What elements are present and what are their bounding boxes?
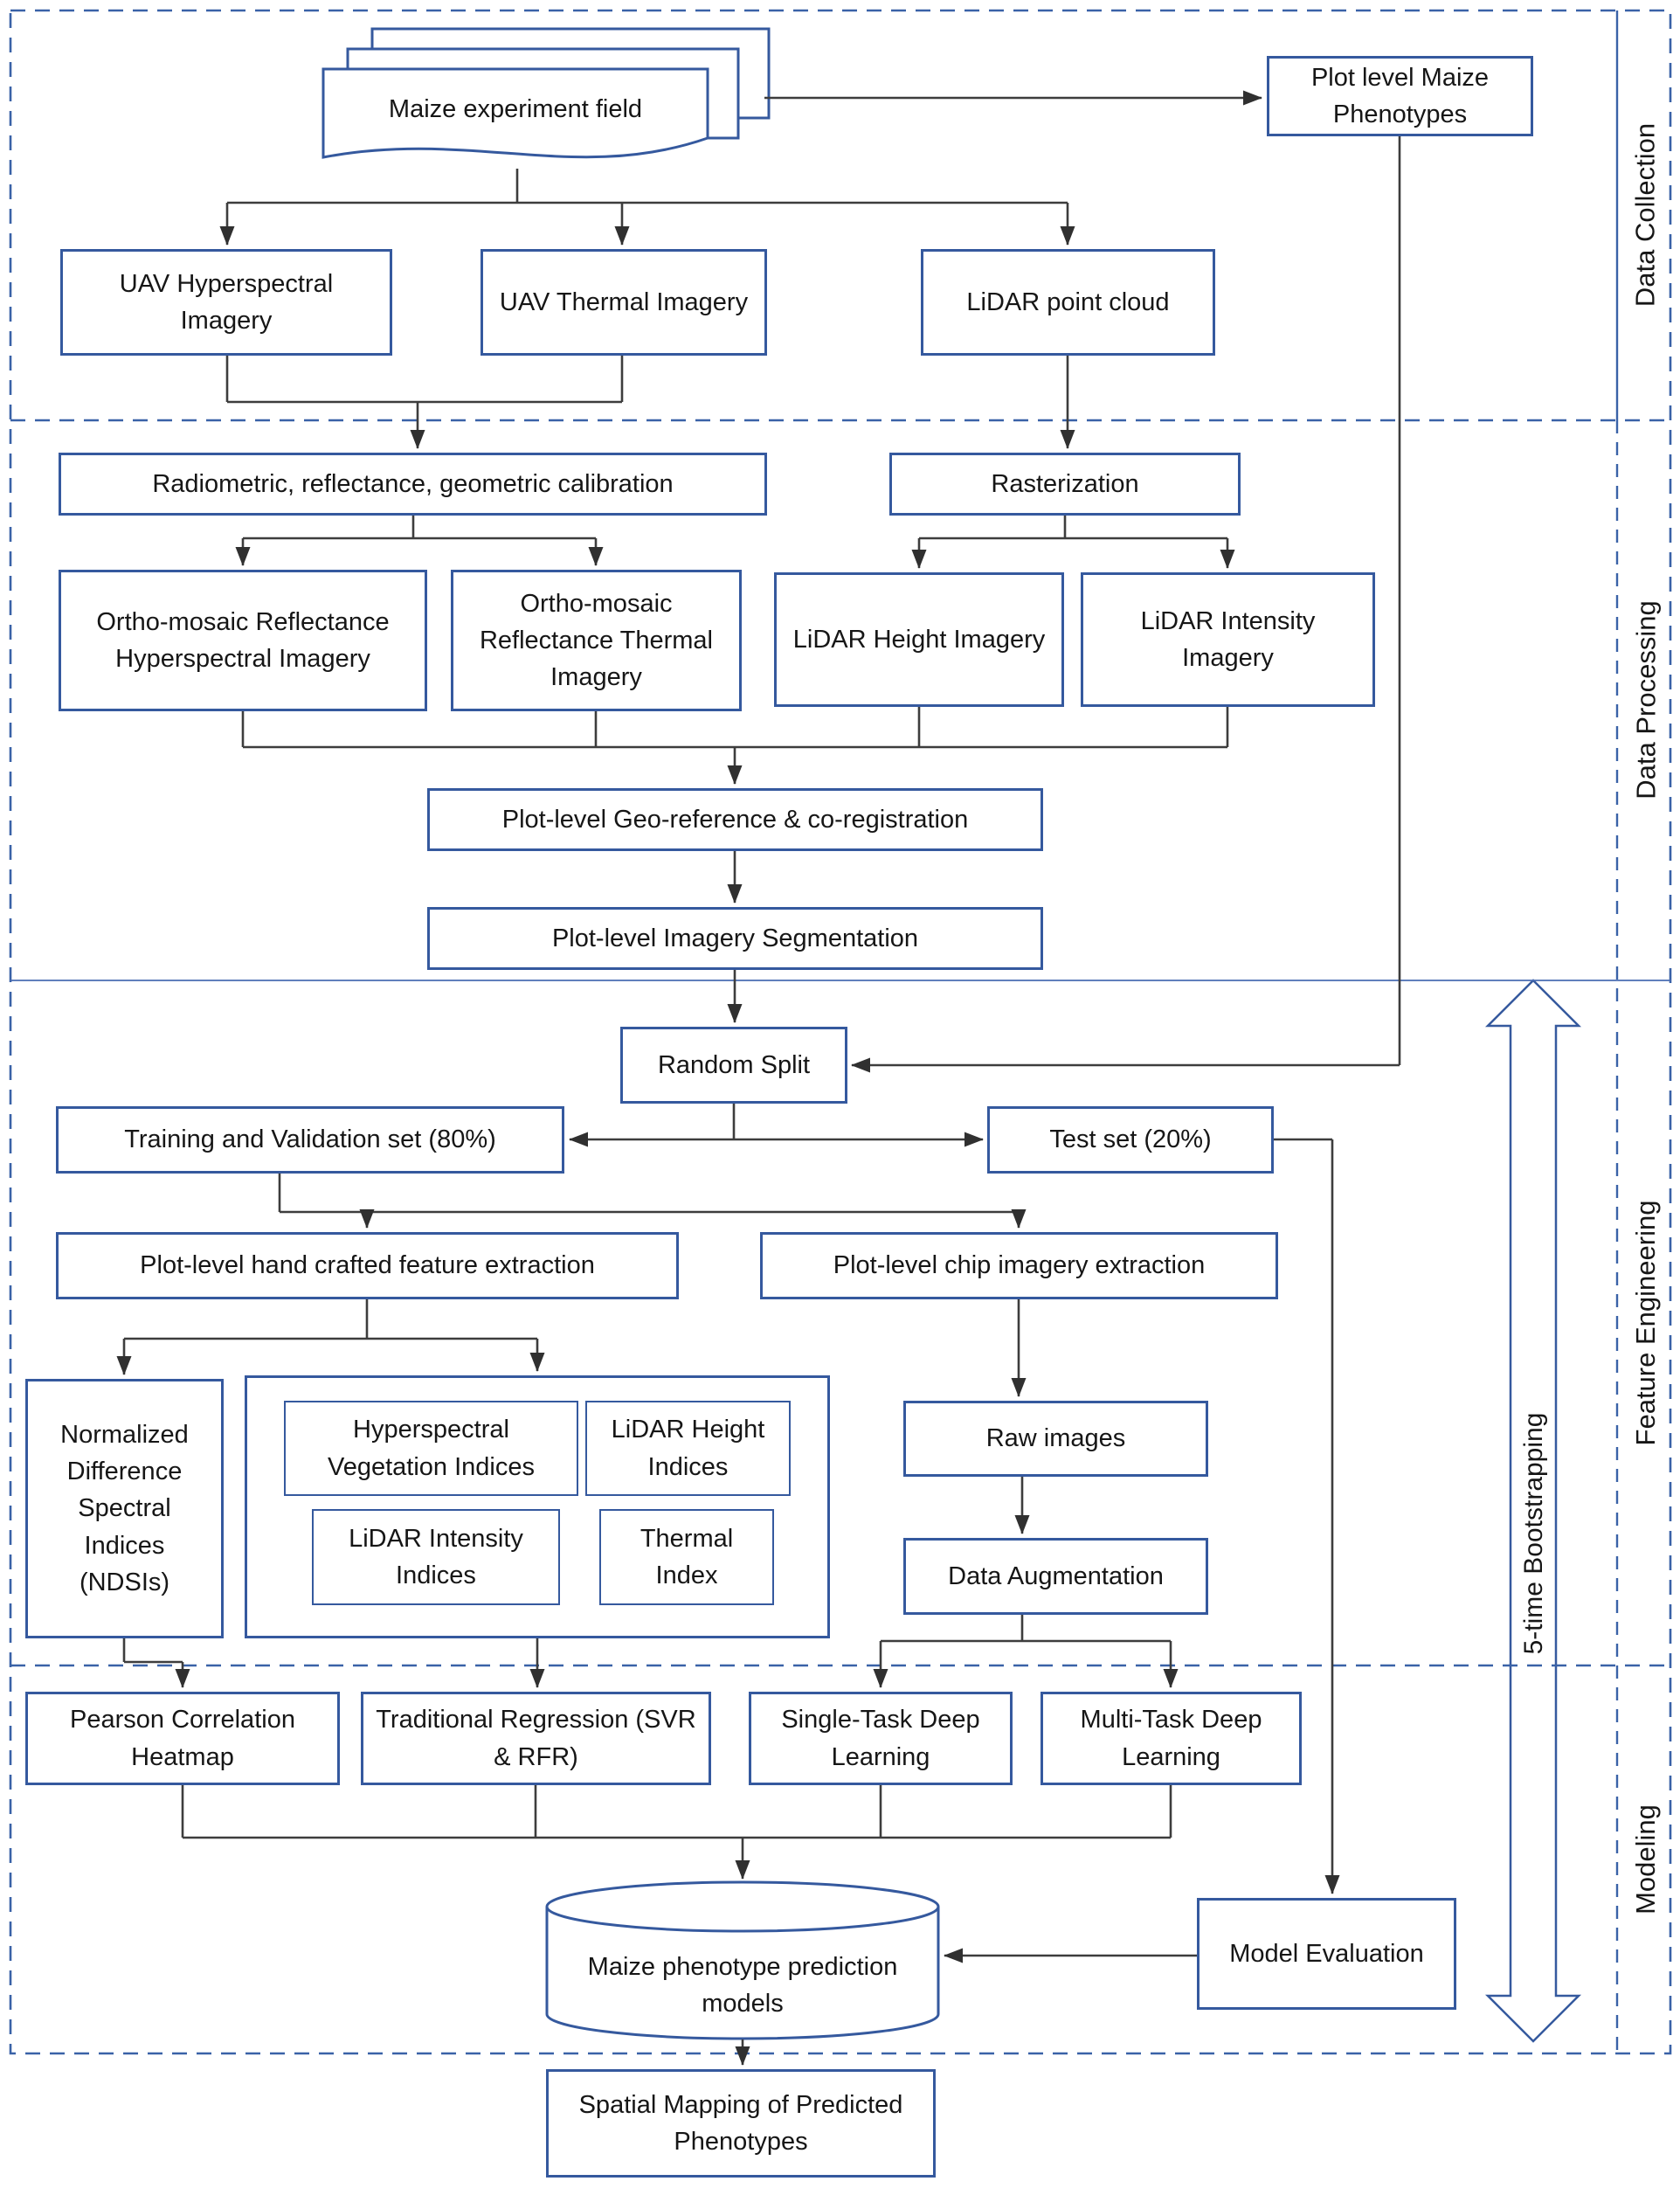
- training-set-label: Training and Validation set (80%): [124, 1125, 496, 1154]
- traditional-regression-node: Traditional Regression (SVR & RFR): [361, 1692, 711, 1785]
- segmentation-node: Plot-level Imagery Segmentation: [427, 907, 1043, 970]
- georeference-node: Plot-level Geo-reference & co-registrati…: [427, 788, 1043, 851]
- lidar-height-idx-label: LiDAR Height Indices: [611, 1416, 765, 1481]
- lidar-height-imagery-label: LiDAR Height Imagery: [792, 625, 1046, 654]
- traditional-regression-label: Traditional Regression (SVR & RFR): [376, 1706, 696, 1771]
- prediction-models-label: Maize phenotype prediction models: [587, 1952, 898, 2018]
- segmentation-label: Plot-level Imagery Segmentation: [551, 924, 919, 952]
- maize-field-label: Maize experiment field: [388, 94, 643, 123]
- pearson-label: Pearson Correlation Heatmap: [70, 1706, 295, 1771]
- handcrafted-extraction-label: Plot-level hand crafted feature extracti…: [140, 1251, 595, 1280]
- ndsi-label: Normalized Difference Spectral Indices (…: [60, 1421, 189, 1596]
- random-split-node: Random Split: [620, 1027, 847, 1104]
- chip-extraction-node: Plot-level chip imagery extraction: [760, 1232, 1278, 1299]
- plot-phenotypes-label: Plot level Maize Phenotypes: [1310, 63, 1490, 128]
- data-augmentation-label: Data Augmentation: [948, 1561, 1164, 1590]
- lidar-height-imagery-node: LiDAR Height Imagery: [774, 572, 1064, 707]
- training-set-node: Training and Validation set (80%): [56, 1106, 564, 1174]
- section-label-modeling: Modeling: [1630, 1804, 1661, 1915]
- ortho-hyperspectral-node: Ortho-mosaic Reflectance Hyperspectral I…: [59, 570, 427, 711]
- lidar-point-cloud-node: LiDAR point cloud: [921, 249, 1215, 356]
- lidar-intensity-imagery-node: LiDAR Intensity Imagery: [1081, 572, 1375, 707]
- test-set-label: Test set (20%): [1049, 1125, 1212, 1154]
- document-stack-shape: [321, 27, 771, 159]
- database-cylinder-shape: [545, 1880, 940, 2040]
- ortho-thermal-label: Ortho-mosaic Reflectance Thermal Imagery: [479, 589, 714, 692]
- uav-thermal-label: UAV Thermal Imagery: [499, 287, 749, 316]
- single-task-label: Single-Task Deep Learning: [781, 1706, 980, 1771]
- thermal-idx-node: Thermal Index: [599, 1509, 774, 1605]
- ortho-thermal-node: Ortho-mosaic Reflectance Thermal Imagery: [451, 570, 742, 711]
- ndsi-node: Normalized Difference Spectral Indices (…: [25, 1379, 224, 1638]
- uav-hyperspectral-node: UAV Hyperspectral Imagery: [60, 249, 392, 356]
- calibration-node: Radiometric, reflectance, geometric cali…: [59, 453, 767, 516]
- random-split-label: Random Split: [657, 1050, 811, 1079]
- section-label-data-processing: Data Processing: [1630, 600, 1662, 800]
- thermal-idx-label: Thermal Index: [640, 1524, 734, 1589]
- lidar-point-cloud-label: LiDAR point cloud: [966, 287, 1170, 316]
- calibration-label: Radiometric, reflectance, geometric cali…: [152, 469, 674, 498]
- data-augmentation-node: Data Augmentation: [903, 1538, 1208, 1615]
- plot-phenotypes-node: Plot level Maize Phenotypes: [1267, 56, 1533, 136]
- section-label-feature-engineering: Feature Engineering: [1630, 1200, 1661, 1446]
- hyperspectral-vi-node: Hyperspectral Vegetation Indices: [284, 1401, 578, 1496]
- raw-images-label: Raw images: [985, 1424, 1126, 1453]
- uav-thermal-node: UAV Thermal Imagery: [480, 249, 767, 356]
- model-evaluation-label: Model Evaluation: [1229, 1939, 1424, 1968]
- indices-group-box: [245, 1375, 830, 1638]
- spatial-mapping-node: Spatial Mapping of Predicted Phenotypes: [546, 2069, 936, 2178]
- prediction-models-node: Maize phenotype prediction models: [572, 1942, 913, 2029]
- lidar-intensity-idx-label: LiDAR Intensity Indices: [349, 1524, 523, 1589]
- section-label-data-collection: Data Collection: [1629, 122, 1661, 308]
- outer-dashed-border: [9, 9, 1672, 2055]
- raw-images-node: Raw images: [903, 1401, 1208, 1477]
- uav-hyperspectral-label: UAV Hyperspectral Imagery: [119, 269, 334, 335]
- handcrafted-extraction-node: Plot-level hand crafted feature extracti…: [56, 1232, 679, 1299]
- bootstrap-arrow-shape: [1484, 979, 1582, 2043]
- spatial-mapping-label: Spatial Mapping of Predicted Phenotypes: [578, 2090, 903, 2156]
- lidar-height-idx-node: LiDAR Height Indices: [585, 1401, 791, 1496]
- rasterization-node: Rasterization: [889, 453, 1241, 516]
- lidar-intensity-idx-node: LiDAR Intensity Indices: [312, 1509, 560, 1605]
- test-set-node: Test set (20%): [987, 1106, 1274, 1174]
- ortho-hyperspectral-label: Ortho-mosaic Reflectance Hyperspectral I…: [96, 607, 390, 673]
- bootstrap-arrow-label: 5-time Bootstrapping: [1519, 1412, 1548, 1655]
- maize-field-node: Maize experiment field: [336, 79, 695, 140]
- model-evaluation-node: Model Evaluation: [1197, 1898, 1456, 2010]
- pearson-node: Pearson Correlation Heatmap: [25, 1692, 340, 1785]
- rasterization-label: Rasterization: [991, 469, 1139, 498]
- chip-extraction-label: Plot-level chip imagery extraction: [833, 1251, 1206, 1280]
- hyperspectral-vi-label: Hyperspectral Vegetation Indices: [327, 1416, 535, 1481]
- multi-task-node: Multi-Task Deep Learning: [1040, 1692, 1302, 1785]
- lidar-intensity-imagery-label: LiDAR Intensity Imagery: [1140, 606, 1316, 672]
- single-task-node: Single-Task Deep Learning: [749, 1692, 1013, 1785]
- georeference-label: Plot-level Geo-reference & co-registrati…: [501, 805, 969, 834]
- multi-task-label: Multi-Task Deep Learning: [1080, 1706, 1262, 1771]
